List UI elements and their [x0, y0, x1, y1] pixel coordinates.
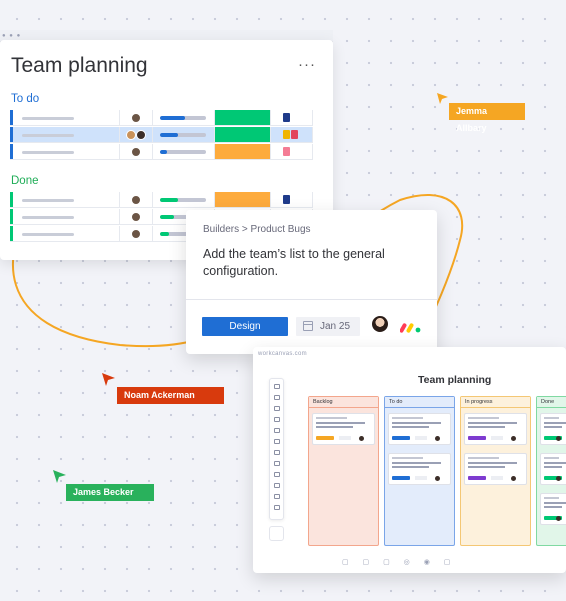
file-icon[interactable] [283, 147, 290, 156]
pen-tool-icon[interactable] [274, 417, 280, 422]
avatar[interactable] [131, 229, 141, 239]
collaborator-label-noam: Noam Ackerman [117, 387, 224, 404]
avatar[interactable] [136, 130, 146, 140]
canvas-mini-card[interactable] [540, 453, 566, 485]
text-tool-icon[interactable] [274, 406, 280, 411]
file-icon[interactable] [283, 113, 290, 122]
item-name-placeholder[interactable] [22, 233, 74, 236]
design-tag-button[interactable]: Design [202, 317, 288, 336]
group-color-bar [10, 192, 13, 207]
progress-bar [160, 198, 206, 202]
canvas-mini-card[interactable] [540, 413, 566, 445]
calendar-icon [303, 321, 313, 331]
progress-bar [160, 232, 206, 236]
status-cell[interactable] [215, 192, 270, 207]
more-options-icon[interactable]: ··· [298, 56, 316, 73]
status-cell[interactable] [215, 110, 270, 125]
canvas-mini-card[interactable] [388, 453, 451, 485]
file-icon[interactable] [291, 130, 298, 139]
canvas-mini-card[interactable] [464, 453, 527, 485]
item-name-placeholder[interactable] [22, 151, 74, 154]
breadcrumb[interactable]: Builders > Product Bugs [203, 224, 311, 235]
frame-tool-icon[interactable] [274, 439, 280, 444]
status-cell[interactable] [215, 127, 270, 142]
group-color-bar [10, 144, 13, 159]
item-name-placeholder[interactable] [22, 216, 74, 219]
table-row[interactable] [10, 127, 313, 143]
timer-tool-icon[interactable] [274, 494, 280, 499]
group-color-bar [10, 127, 13, 142]
table-row[interactable] [10, 110, 313, 126]
table-row[interactable] [10, 144, 313, 160]
due-date-field[interactable]: Jan 25 [296, 317, 360, 336]
canvas-brand: workcanvas.com [258, 351, 307, 357]
task-description[interactable]: Add the team’s list to the general confi… [203, 247, 385, 278]
group-color-bar [10, 226, 13, 241]
avatar[interactable] [131, 147, 141, 157]
canvas-mini-card[interactable] [388, 413, 451, 445]
board-title: Team planning [11, 54, 148, 77]
app-logo-button[interactable] [269, 526, 284, 541]
avatar[interactable] [372, 316, 388, 332]
canvas-column-label: Done [537, 397, 566, 408]
canvas-mini-card[interactable] [312, 413, 375, 445]
table-tool-icon[interactable] [274, 483, 280, 488]
canvas-column[interactable]: In progress [460, 396, 531, 546]
canvas-title: Team planning [418, 374, 492, 386]
canvas-column[interactable]: To do [384, 396, 455, 546]
connector-tool-icon[interactable] [274, 461, 280, 466]
shape-tool-icon[interactable] [274, 450, 280, 455]
canvas-toolbar[interactable] [269, 378, 284, 520]
table-row[interactable] [10, 192, 313, 208]
avatar[interactable] [126, 130, 136, 140]
select-tool-icon[interactable] [274, 384, 280, 389]
item-name-placeholder[interactable] [22, 134, 74, 137]
avatar[interactable] [131, 195, 141, 205]
canvas-mini-card[interactable] [540, 493, 566, 525]
canvas-column-label: To do [385, 397, 454, 408]
progress-bar [160, 116, 206, 120]
item-name-placeholder[interactable] [22, 199, 74, 202]
james-cursor-icon [53, 470, 66, 483]
canvas-mini-card[interactable] [464, 413, 527, 445]
noam-cursor-icon [102, 373, 115, 386]
progress-bar [160, 150, 206, 154]
jemma-cursor-icon [437, 93, 448, 104]
canvas-footer-toolbar[interactable]: ▢ ▢ ▢ ◎ ◉ ▢ [342, 559, 457, 566]
canvas-column-label: In progress [461, 397, 530, 408]
avatar[interactable] [131, 212, 141, 222]
image-tool-icon[interactable] [274, 472, 280, 477]
canvas-column[interactable]: Backlog [308, 396, 379, 546]
card-divider [186, 299, 437, 300]
more-tools-icon[interactable] [274, 505, 280, 510]
canvas-column[interactable]: Done [536, 396, 566, 546]
group-color-bar [10, 209, 13, 224]
monday-logo-icon [400, 323, 421, 333]
file-icon[interactable] [283, 195, 290, 204]
sticky-note-icon[interactable] [274, 428, 280, 433]
group-color-bar [10, 110, 13, 125]
status-cell[interactable] [215, 144, 270, 159]
hand-tool-icon[interactable] [274, 395, 280, 400]
group-title-todo[interactable]: To do [11, 93, 40, 105]
group-title-done[interactable]: Done [11, 175, 39, 187]
item-name-placeholder[interactable] [22, 117, 74, 120]
canvas-column-label: Backlog [309, 397, 378, 408]
collaborator-label-jemma: Jemma Allbary [449, 103, 525, 133]
progress-bar [160, 215, 206, 219]
file-icon[interactable] [283, 130, 290, 139]
collaborator-label-james: James Becker [66, 484, 154, 501]
avatar[interactable] [131, 113, 141, 123]
due-date-label: Jan 25 [320, 321, 351, 332]
progress-bar [160, 133, 206, 137]
